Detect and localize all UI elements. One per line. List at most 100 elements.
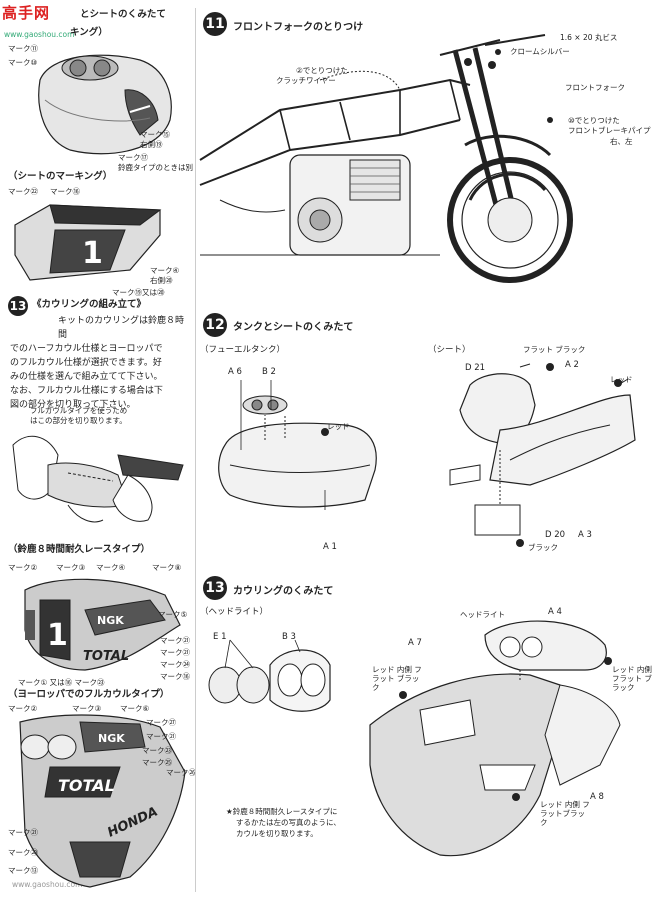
- suzuka-mark-21a: マーク㉑: [160, 636, 190, 645]
- step-11-badge: 11: [203, 12, 227, 36]
- suzuka-mark-16: マーク⑯: [160, 672, 190, 681]
- seat-right-29-label: 右側⑳: [150, 276, 173, 285]
- cut-note-line-2: はこの部分を切り取ります。: [30, 416, 127, 425]
- red-label-tank: レッド: [327, 422, 350, 431]
- watermark-url: www.gaoshou.com: [4, 30, 75, 39]
- suzuka-cut-note-3: カウルを切り取ります。: [236, 829, 318, 838]
- suzuka-ngk-decal: NGK: [97, 614, 124, 627]
- suzuka-type-header: （鈴鹿８時間耐久レースタイプ）: [8, 544, 151, 555]
- paint-note-bottom: レッド 内側 フラットブラック: [540, 800, 590, 827]
- red-label-seat: レッド: [610, 375, 633, 384]
- seat-assembly-illustration: [449, 363, 636, 547]
- cut-note-line-1: フルカウルタイプを使うため: [30, 406, 128, 415]
- suzuka-total-decal: TOTAL: [83, 649, 129, 664]
- suzuka-mark-1: マーク① 又は⑯ マーク㉓: [18, 678, 105, 687]
- europe-mark-3: マーク③: [72, 704, 102, 713]
- chrome-silver-label: クロームシルバー: [510, 47, 570, 56]
- watermark-bottom: www.gaoshou.com: [12, 880, 83, 889]
- suzuka-cut-note-1: ★鈴鹿８時間耐久レースタイプに: [226, 807, 338, 816]
- tank-marking-illustration: [38, 54, 172, 155]
- europe-mark-13: マーク⑬: [8, 866, 38, 875]
- step-13-badge-left: 13: [8, 296, 28, 316]
- instruction-line: 図の部分を切り取って下さい。: [10, 400, 136, 410]
- cowling-assembly-illustration: [369, 620, 621, 857]
- brake-pipe-label-1: ⑩でとりつけた: [568, 116, 620, 125]
- part-d20-label: D 20: [545, 530, 566, 540]
- seat-number-decal: 1: [82, 236, 103, 271]
- fuel-tank-subheader: （フューエルタンク）: [200, 345, 286, 355]
- headlight-label: ヘッドライト: [460, 610, 505, 619]
- part-a1-label: A 1: [323, 542, 337, 552]
- instruction-line: みの仕様を選んで組み立てて下さい。: [10, 372, 163, 382]
- instruction-line: キットのカウリングは鈴鹿８時間: [58, 316, 185, 340]
- europe-total-decal: TOTAL: [58, 776, 115, 795]
- step-12-badge: 12: [203, 313, 227, 337]
- suzuka-cut-note-2: するかたは左の写真のように、: [236, 818, 341, 827]
- mark-15-label: マーク⑮: [140, 130, 170, 139]
- europe-mark-6: マーク⑥: [120, 704, 150, 713]
- tank-marking-subheader: キング）: [70, 27, 108, 38]
- instruction-line: なお、フルカウル仕様にする場合は下: [10, 386, 163, 396]
- seat-mark-19-label: マーク⑲又は⑳: [112, 288, 165, 297]
- seat-mark-4-label: マーク④: [150, 266, 180, 275]
- part-a3-label: A 3: [578, 530, 592, 540]
- suzuka-mark-2: マーク②: [8, 563, 38, 572]
- headlight-subheader: （ヘッドライト）: [200, 607, 269, 617]
- part-e1-label: E 1: [213, 632, 227, 642]
- suzuka-note-label: 鈴鹿タイプのときは別: [118, 163, 193, 172]
- front-fork-label: フロントフォーク: [565, 83, 625, 92]
- part-b2-label: B 2: [262, 367, 276, 377]
- tank-header: とシートのくみたて: [80, 9, 166, 20]
- part-a6-label: A 6: [228, 367, 242, 377]
- seat-mark-16-label: マーク⑯: [50, 187, 80, 196]
- suzuka-mark-5: マーク⑤: [158, 610, 188, 619]
- europe-mark-21: マーク㉑: [146, 732, 176, 741]
- part-a8-label: A 8: [590, 792, 604, 802]
- column-divider: [195, 8, 196, 892]
- fuel-tank-illustration: [218, 380, 377, 510]
- site-watermark: 高手网: [2, 2, 80, 28]
- suzuka-cowl-illustration: 1 NGK TOTAL: [24, 578, 181, 671]
- bis-label: 1.6 × 20 丸ビス: [560, 33, 618, 42]
- mark-11-label: マーク⑪: [8, 44, 38, 53]
- seat-subheader: （シート）: [428, 345, 471, 355]
- suzuka-mark-24: マーク㉔: [160, 660, 190, 669]
- clutch-wire-label-1: ②でとりつけた: [296, 66, 348, 75]
- europe-mark-26: マーク㉖: [166, 768, 196, 777]
- europe-mark-27: マーク㉗: [146, 718, 176, 727]
- instruction-line: のフルカウル仕様が選択できます。好: [10, 358, 162, 368]
- step-13-title: カウリングのくみたて: [233, 586, 334, 597]
- step-11-title: フロントフォークのとりつけ: [233, 22, 364, 33]
- europe-mark-23: マーク㉓: [142, 746, 172, 755]
- clutch-wire-label-2: クラッチワイヤー: [276, 76, 336, 85]
- brake-pipe-label-2: フロントブレーキパイプ: [568, 126, 651, 135]
- part-a7-label: A 7: [408, 638, 422, 648]
- step-12-title: タンクとシートのくみたて: [233, 322, 354, 333]
- paint-note-right: レッド 内側 フラット ブラック: [612, 665, 652, 692]
- seat-marking-illustration: 1: [14, 204, 162, 281]
- europe-mark-21b: マーク㉑: [8, 828, 38, 837]
- front-fork-motorcycle-illustration: [199, 34, 573, 283]
- headlight-illustration: [208, 639, 331, 712]
- part-d21-label: D 21: [465, 363, 486, 373]
- mark-10-label: マーク⑩: [8, 58, 38, 67]
- flat-black-label: フラット ブラック: [523, 345, 586, 354]
- black-label: ブラック: [528, 543, 558, 552]
- cowling-instructions: キットのカウリングは鈴鹿８時間 でのハーフカウル仕様とヨーロッパで のフルカウル…: [10, 314, 190, 412]
- part-a4-label: A 4: [548, 607, 562, 617]
- europe-mark-2: マーク②: [8, 704, 38, 713]
- suzuka-mark-3: マーク③: [56, 563, 86, 572]
- europe-ngk-decal: NGK: [98, 732, 125, 745]
- suzuka-mark-21b: マーク㉑: [160, 648, 190, 657]
- europe-mark-20: マーク⑳: [8, 848, 38, 857]
- europe-cowl-illustration: NGK TOTAL HONDA: [19, 714, 186, 888]
- seat-mark-22-label: マーク㉒: [8, 187, 38, 196]
- step-13-title-left: 《カウリングの組み立て》: [32, 299, 147, 310]
- cut-cowl-illustration: [12, 435, 184, 523]
- mark-17-label: マーク⑰: [118, 153, 148, 162]
- europe-mark-25: マーク㉕: [142, 758, 172, 767]
- brake-pipe-label-3: 右、左: [610, 137, 633, 146]
- europe-type-header: （ヨーロッパでのフルカウルタイプ）: [8, 689, 170, 700]
- part-a2-label: A 2: [565, 360, 579, 370]
- instruction-line: でのハーフカウル仕様とヨーロッパで: [10, 344, 163, 354]
